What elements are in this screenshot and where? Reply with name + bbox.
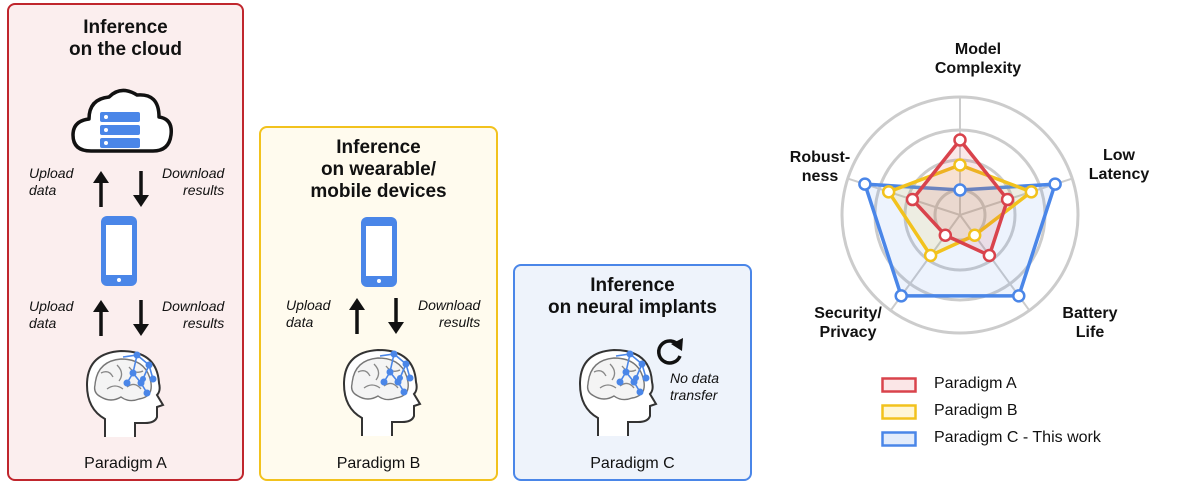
panel-c-title-line1: Inference <box>590 275 675 296</box>
radar-point <box>894 289 908 303</box>
radar-series-paradigm-a <box>910 138 1010 258</box>
download-arrow-icon <box>133 171 149 207</box>
radar-point <box>858 177 872 191</box>
panel-b-title-line2: on wearable/ <box>320 159 437 180</box>
axis-label-security-privacy: Security/Privacy <box>814 305 882 341</box>
panel-a-title-line1: Inference <box>83 17 168 38</box>
radar-point <box>1024 185 1039 199</box>
radar-point <box>938 228 953 242</box>
radar-point <box>1000 192 1015 207</box>
radar-point <box>881 185 896 199</box>
loop-arrow-icon <box>657 338 683 365</box>
brain-head-icon <box>85 349 165 437</box>
axis-label-robustness: Robust-ness <box>789 149 851 185</box>
radar-point <box>967 228 982 242</box>
radar-point <box>953 133 967 147</box>
upload-arrow-icon <box>93 300 109 336</box>
legend-swatch-paradigm-b <box>881 404 917 420</box>
radar-series-paradigm-b <box>886 163 1034 258</box>
download-arrow-icon <box>133 300 149 336</box>
paradigm-b-panel: Inference on wearable/ mobile devices Up… <box>259 126 498 481</box>
radar-point <box>953 158 967 172</box>
radar-point <box>905 192 920 207</box>
radar-chart <box>840 95 1080 335</box>
smartphone-icon <box>101 216 137 286</box>
legend-label-paradigm-b: Paradigm B <box>934 402 1018 419</box>
download-arrow-icon <box>388 298 404 334</box>
cloud-server-icon <box>71 88 173 153</box>
paradigm-b-label: Paradigm B <box>336 455 421 472</box>
legend-label-paradigm-a: Paradigm A <box>934 375 1017 392</box>
panel-a-title-line2: on the cloud <box>69 39 182 60</box>
legend-swatch-paradigm-a <box>881 377 917 393</box>
paradigm-a-label: Paradigm A <box>84 455 167 472</box>
legend-swatch-paradigm-c <box>881 431 917 447</box>
panel-c-title-line2: on neural implants <box>548 297 717 318</box>
radar-point <box>1012 289 1026 303</box>
panel-b-title-line1: Inference <box>336 137 421 158</box>
radar-point <box>953 183 967 197</box>
upload-arrow-icon <box>349 298 365 334</box>
radar-point <box>982 248 997 263</box>
upload-arrow-icon <box>93 171 109 207</box>
smartphone-icon <box>361 217 397 287</box>
paradigm-c-label: Paradigm C <box>590 455 675 472</box>
legend-label-paradigm-c: Paradigm C - This work <box>934 429 1101 446</box>
radar-point <box>923 248 938 263</box>
panel-b-title-line3: mobile devices <box>310 181 447 202</box>
radar-point <box>1048 177 1062 191</box>
brain-head-icon <box>578 348 658 436</box>
brain-head-icon <box>342 348 422 436</box>
